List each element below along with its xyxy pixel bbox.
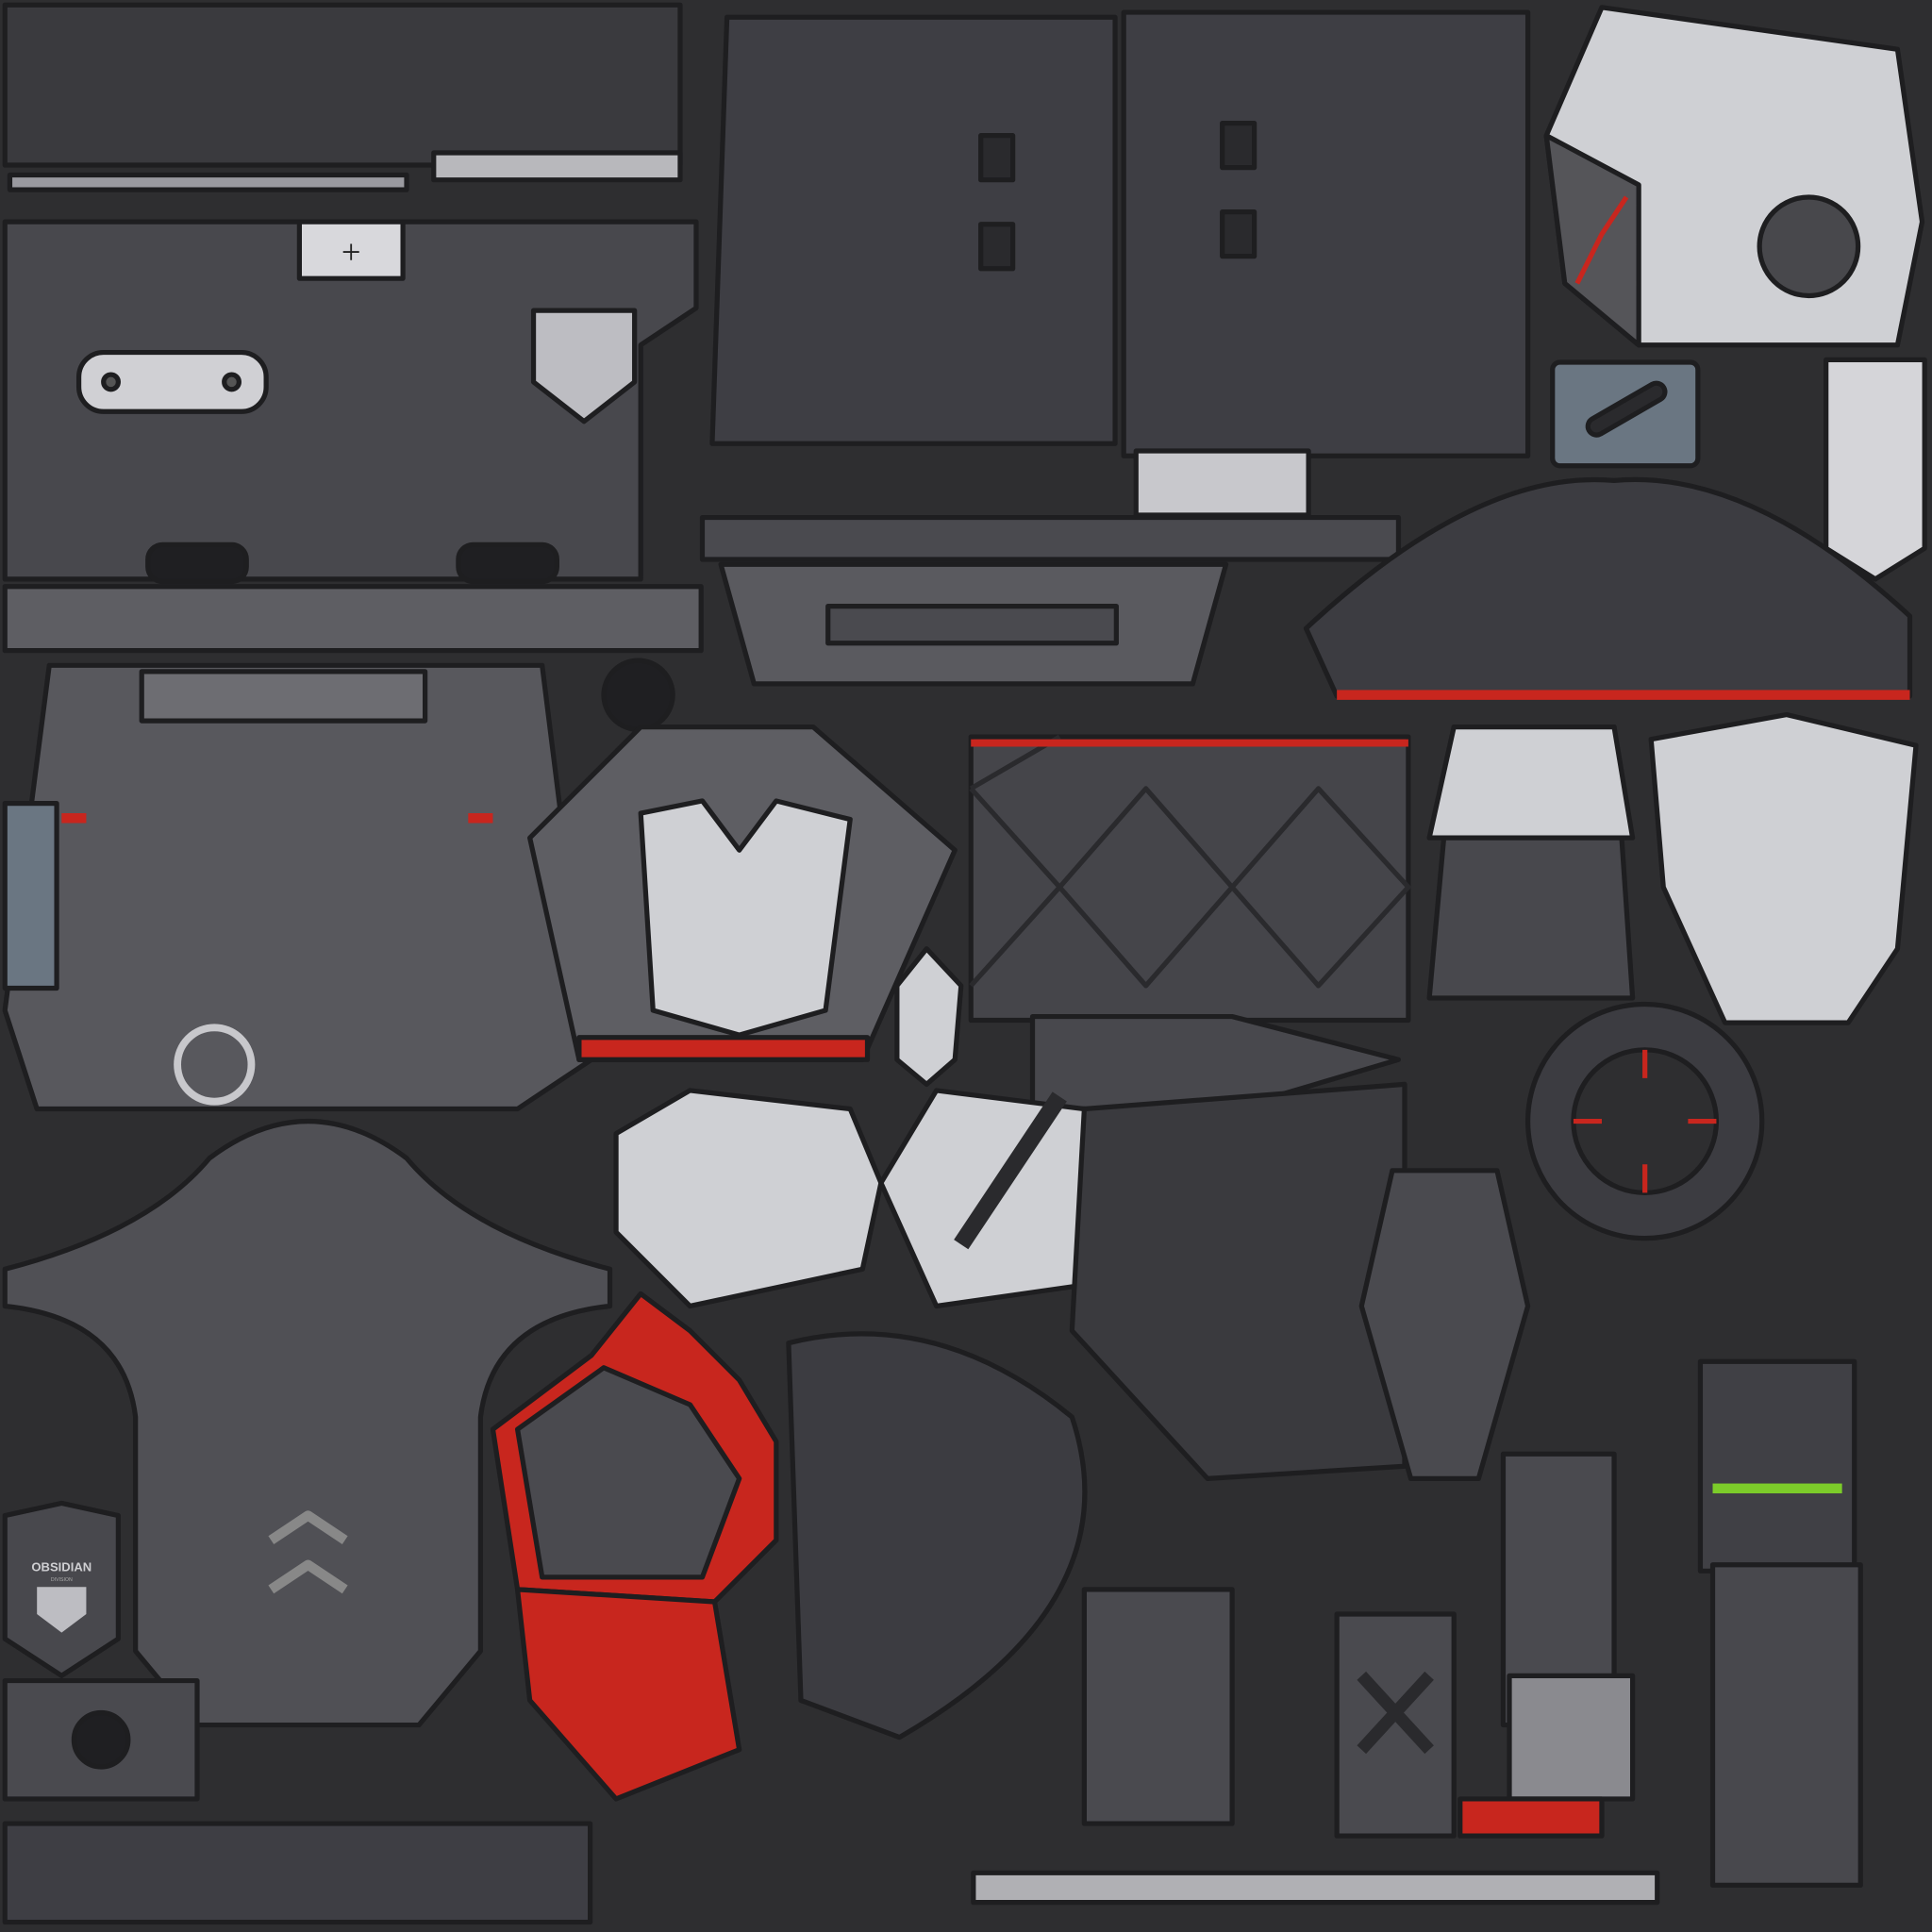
shoulder-pads (1426, 711, 1919, 1025)
scope-ring (1524, 1001, 1765, 1241)
obsidian-badge: OBSIDIAN DIVISION (2, 1500, 121, 1678)
red-stripe (1337, 690, 1910, 700)
pouches (1081, 1358, 1863, 1888)
fabric-panels (699, 9, 1531, 687)
knee-guard (786, 1331, 1088, 1740)
chevron-badge-icon (530, 308, 638, 425)
abdominal-plates (613, 1088, 1149, 1309)
strap-light (971, 1870, 1660, 1906)
collar-piece (1303, 476, 1913, 699)
helmet-shell (1543, 5, 1927, 582)
holster (1358, 1168, 1531, 1481)
logo-title: OBSIDIAN (31, 1559, 92, 1574)
torso-back-panel: + (2, 2, 704, 654)
glove (490, 1291, 779, 1802)
vest-front (2, 658, 675, 1112)
quilted-panel (968, 734, 1411, 1112)
medic-cross-patch (296, 219, 406, 281)
logo-subtitle: DIVISION (51, 1577, 73, 1583)
shield-logo-icon (37, 1587, 87, 1633)
sleeve-fabric (1069, 1081, 1407, 1481)
strap-dark (2, 1821, 593, 1925)
back-plate (2, 1118, 613, 1728)
plus-icon: + (341, 233, 361, 272)
chest-plate (527, 724, 964, 1087)
